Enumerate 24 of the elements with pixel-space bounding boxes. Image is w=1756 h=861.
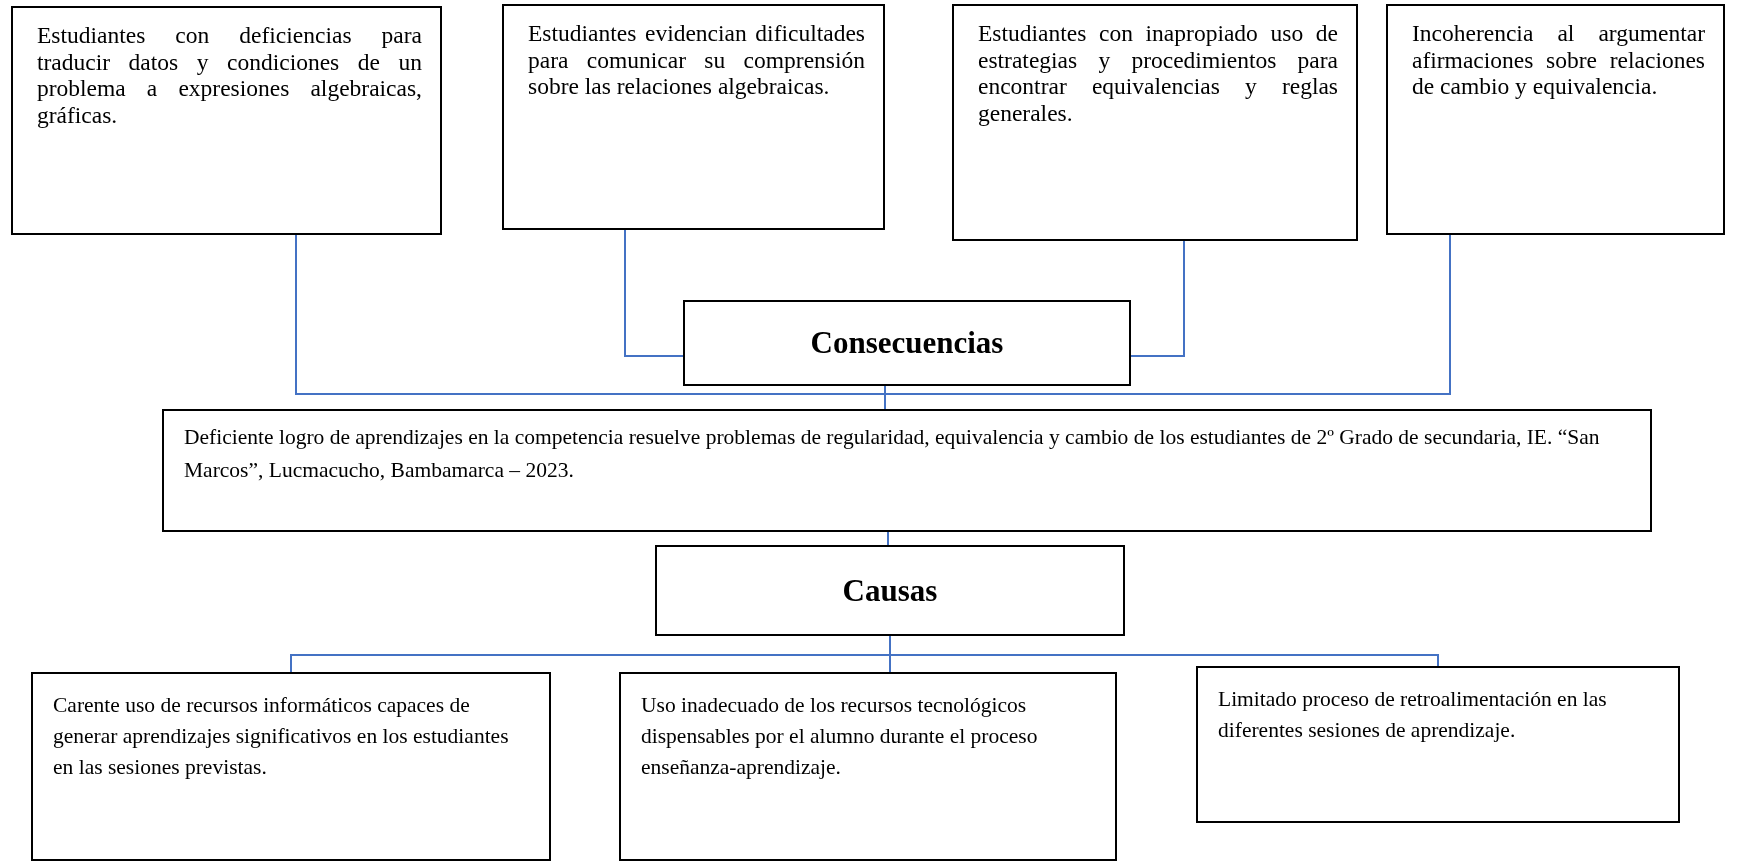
heading-text: Consecuencias xyxy=(810,325,1004,361)
connector-line xyxy=(1130,240,1185,357)
cause-box xyxy=(31,672,551,861)
box-text: Uso inadecuado de los recursos tecnológicos dispensables por el alumno durante el proceso enseñanza-aprendizaje. xyxy=(641,692,1039,782)
box-text: Estudiantes con inapropiado uso de estrategias y procedimientos para encontrar equivalencias y reglas generales. xyxy=(978,20,1338,127)
box-text: Estudiantes con deficiencias para traducir datos y condiciones de un problema a expresiones algebraicas, gráficas. xyxy=(37,22,422,129)
heading-box xyxy=(655,545,1125,636)
box-text: Limitado proceso de retroalimentación en las diferentes sesiones de aprendizaje. xyxy=(1218,686,1608,745)
box-text: Carente uso de recursos informáticos capaces de generar aprendizajes significativos en los estudiantes en las sesiones previstas. xyxy=(53,692,510,782)
box-text: Deficiente logro de aprendizajes en la competencia resuelve problemas de regularidad, equivalencia y cambio de los estudiantes de 2º Grado de secundaria, IE. “San Marcos”, Lucmacucho, Bambamarca – 2023. xyxy=(184,424,1601,485)
problem-box xyxy=(162,409,1652,532)
heading-text: Causas xyxy=(842,572,938,609)
cause-box xyxy=(619,672,1117,861)
connector-line xyxy=(884,385,886,410)
connector-line xyxy=(887,531,889,546)
connector-line xyxy=(624,229,684,357)
consequence-box xyxy=(952,4,1358,241)
consequence-box xyxy=(11,6,442,235)
heading-box xyxy=(683,300,1131,386)
consequence-box xyxy=(1386,4,1725,235)
cause-box xyxy=(1196,666,1680,823)
box-text: Incoherencia al argumentar afirmaciones sobre relaciones de cambio y equivalencia. xyxy=(1412,20,1705,100)
consequence-box xyxy=(502,4,885,230)
box-text: Estudiantes evidencian dificultades para comunicar su comprensión sobre las relaciones algebraicas. xyxy=(528,20,865,100)
